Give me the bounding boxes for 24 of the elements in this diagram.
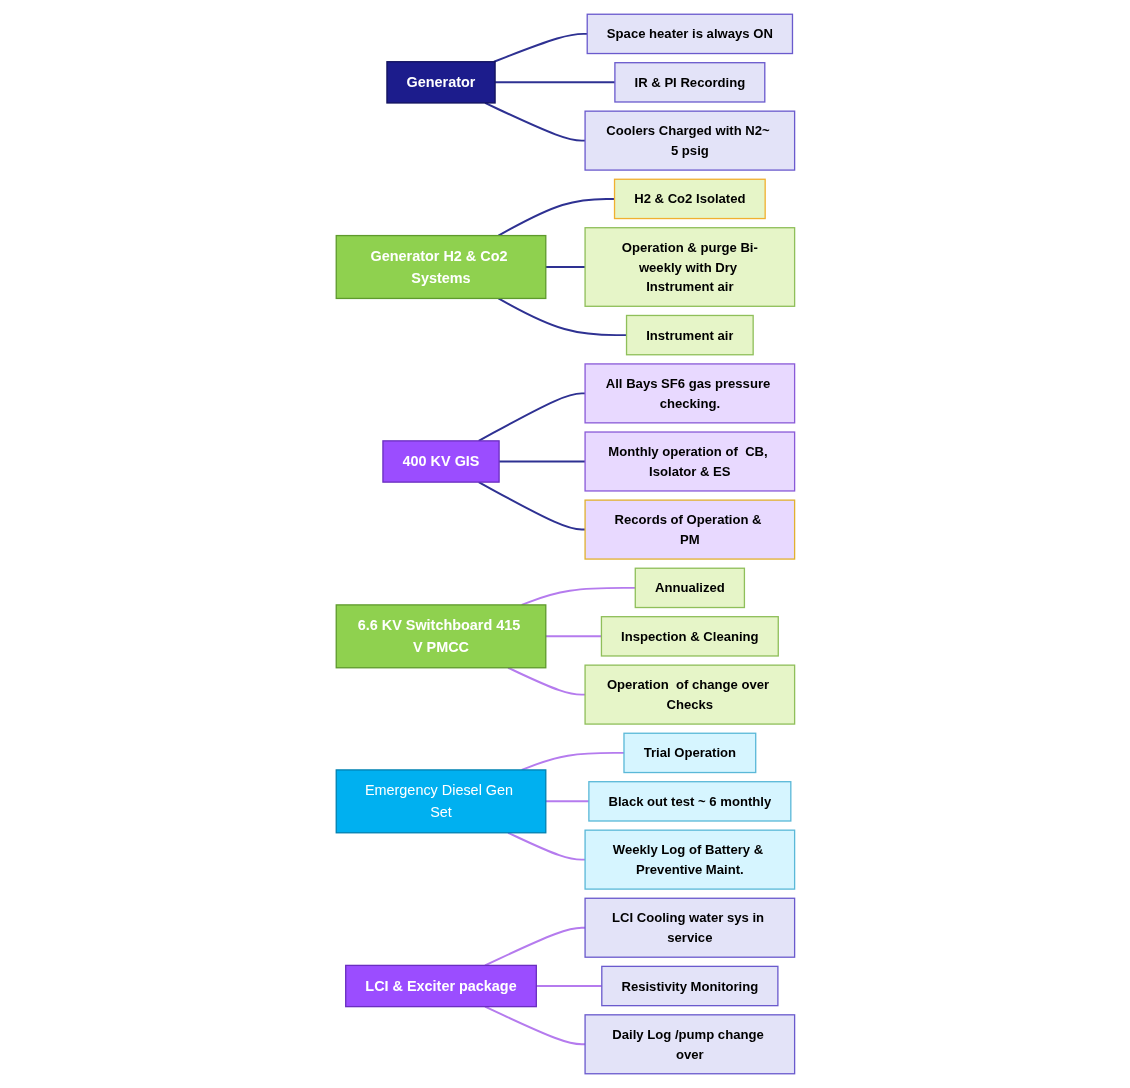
node-box: LCI Cooling water sys in service bbox=[584, 897, 795, 958]
node-box: Operation & purge Bi-weekly with Dry Instrument air bbox=[584, 227, 795, 307]
node-box: Annualized bbox=[634, 567, 745, 609]
node-box: 400 KV GIS bbox=[381, 440, 500, 483]
node-box: IR & PI Recording bbox=[613, 62, 765, 103]
node-box: Records of Operation & PM bbox=[584, 499, 795, 560]
node-box: Coolers Charged with N2~ 5 psig bbox=[584, 110, 795, 171]
node-box: Instrument air bbox=[625, 314, 754, 356]
node-box: Weekly Log of Battery & Preventive Maint. bbox=[584, 829, 795, 890]
node-box: LCI & Exciter package bbox=[344, 964, 537, 1008]
node-box: Resistivity Monitoring bbox=[600, 965, 779, 1007]
node-box: Emergency Diesel Gen Set bbox=[335, 769, 546, 834]
node-box: Monthly operation of CB, Isolator & ES bbox=[584, 431, 795, 492]
node-box: Inspection & Cleaning bbox=[600, 616, 779, 657]
node-box: All Bays SF6 gas pressure checking. bbox=[584, 363, 795, 424]
node-box: Black out test ~ 6 monthly bbox=[587, 781, 792, 822]
node-box: 6.6 KV Switchboard 415 V PMCC bbox=[335, 604, 546, 669]
node-box: Generator bbox=[385, 61, 496, 104]
node-box: Space heater is always ON bbox=[586, 13, 793, 55]
node-box: Daily Log /pump change over bbox=[584, 1014, 795, 1075]
node-box: Operation of change over Checks bbox=[584, 664, 795, 725]
node-box: Trial Operation bbox=[622, 732, 756, 774]
node-box: H2 & Co2 Isolated bbox=[613, 178, 766, 220]
node-box: Generator H2 & Co2 Systems bbox=[335, 234, 546, 300]
